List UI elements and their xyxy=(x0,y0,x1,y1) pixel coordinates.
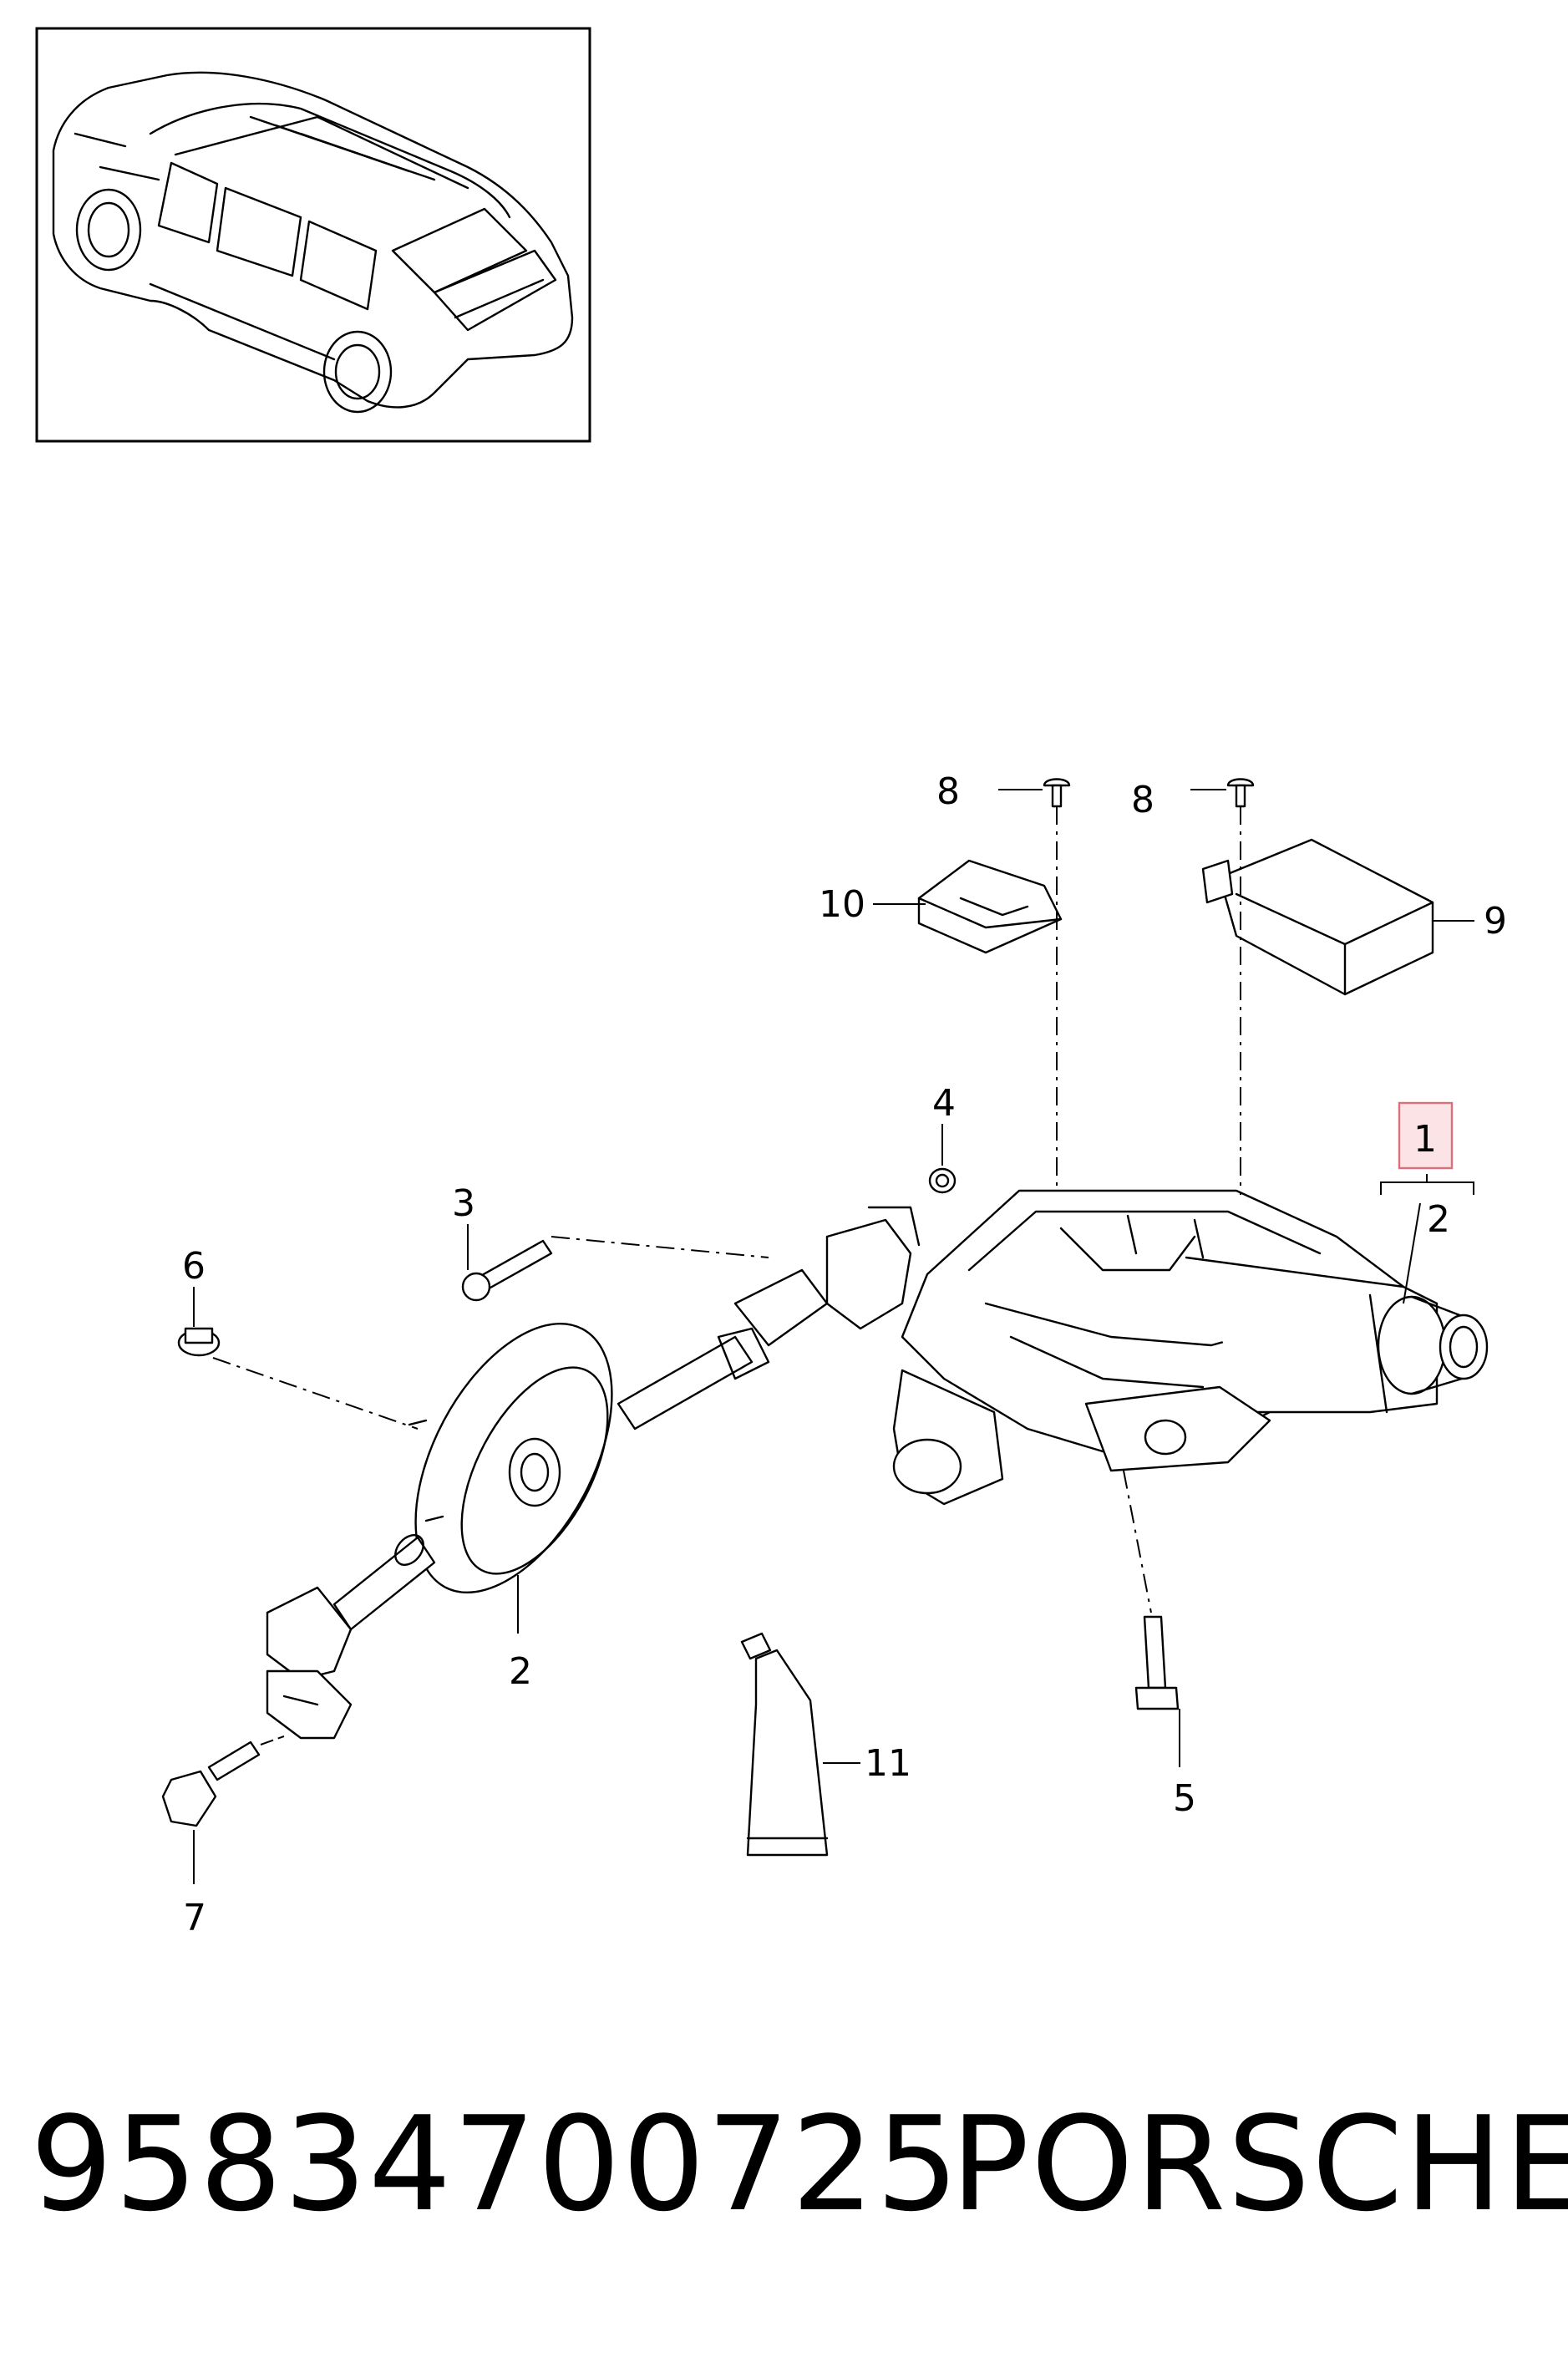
guide-lines xyxy=(193,789,1474,1884)
highlight-box-part-1 xyxy=(1398,1101,1454,1170)
callout-7[interactable]: 7 xyxy=(183,1897,206,1939)
callout-9[interactable]: 9 xyxy=(1484,900,1507,943)
part-number: 95834700725 xyxy=(30,2088,961,2240)
brand-name: PORSCHE xyxy=(951,2088,1568,2240)
callout-1[interactable]: 1 xyxy=(1413,1118,1437,1161)
callout-4[interactable]: 4 xyxy=(932,1082,956,1125)
steering-column-drawing xyxy=(161,778,1489,1857)
callout-10[interactable]: 10 xyxy=(819,883,865,926)
callout-6[interactable]: 6 xyxy=(182,1245,206,1288)
callout-8-left[interactable]: 8 xyxy=(936,770,960,813)
callout-3[interactable]: 3 xyxy=(452,1182,475,1225)
vehicle-thumbnail xyxy=(35,27,591,443)
callout-11[interactable]: 11 xyxy=(865,1742,911,1785)
callout-5[interactable]: 5 xyxy=(1173,1777,1196,1820)
callout-2[interactable]: 2 xyxy=(509,1650,532,1693)
callout-2-bracket[interactable]: 2 xyxy=(1427,1198,1450,1241)
callout-labels: 1 2 2 3 4 5 6 7 8 8 9 10 11 xyxy=(182,770,1507,1939)
callout-8-right[interactable]: 8 xyxy=(1131,779,1154,821)
